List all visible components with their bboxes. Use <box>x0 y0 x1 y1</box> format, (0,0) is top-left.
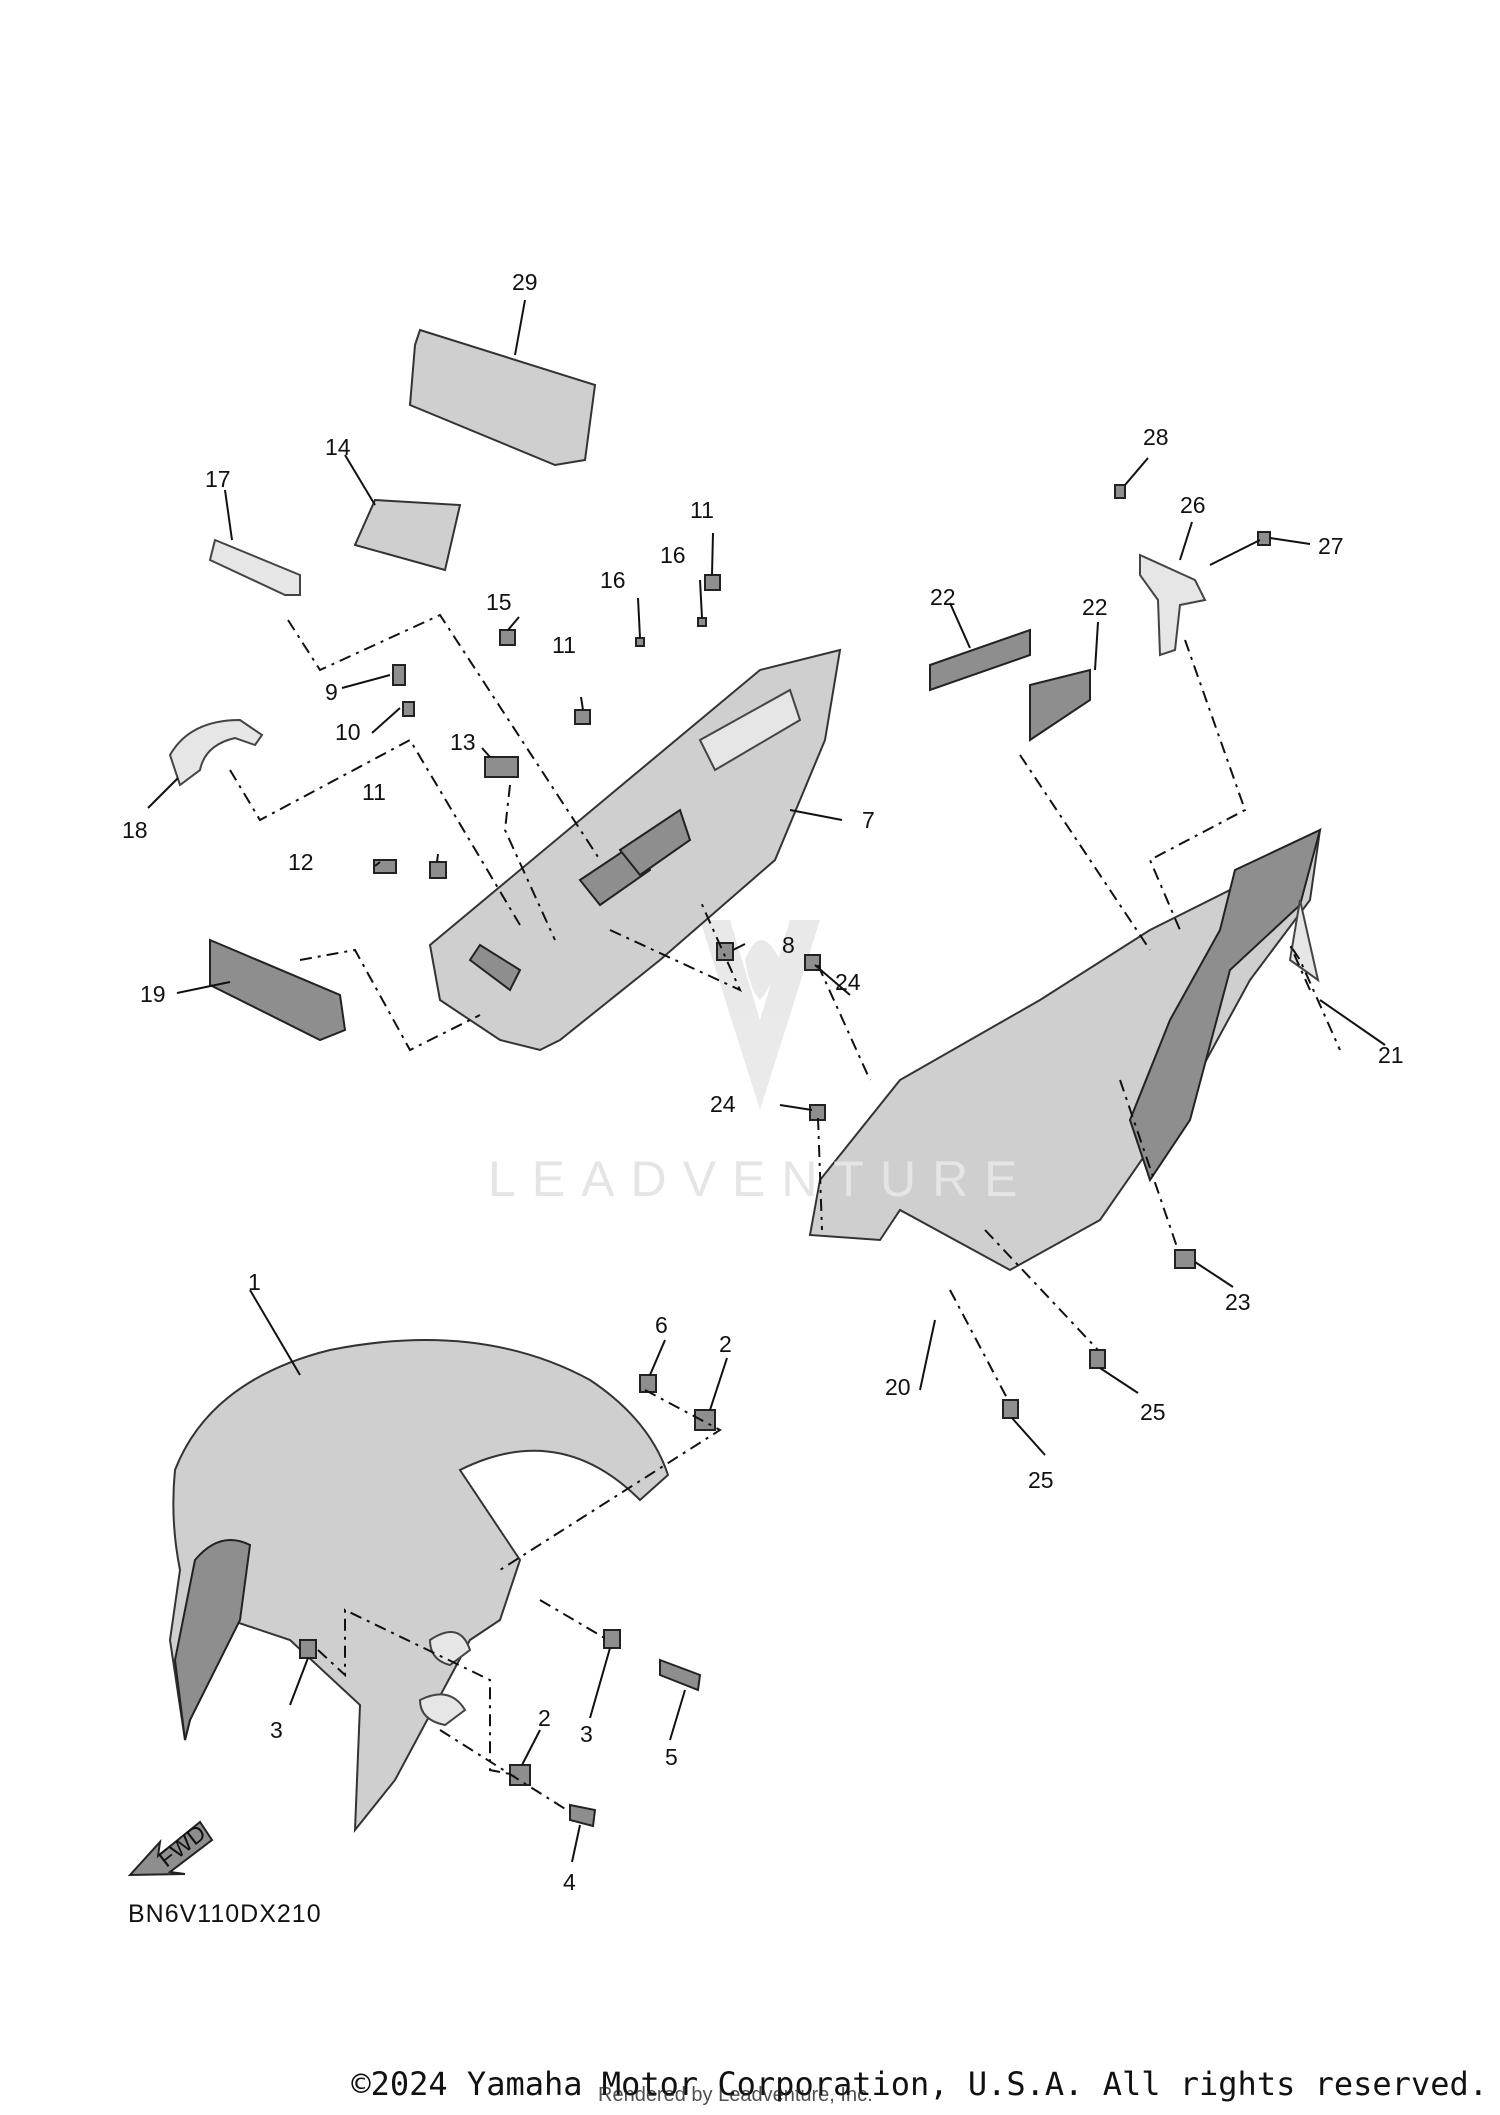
callout-8: 8 <box>782 932 795 958</box>
part-1-fender <box>168 1289 670 1834</box>
rendered-by-credit: Rendered by Leadventure, Inc. <box>598 2084 873 2106</box>
callout-28: 28 <box>1143 424 1169 450</box>
callout-9: 9 <box>325 679 338 705</box>
leaders-upper-left <box>229 532 746 1052</box>
callout-25-bottom: 25 <box>1028 1467 1054 1493</box>
part-19-bracket <box>176 938 347 1042</box>
part-7-frame <box>428 648 843 1052</box>
part-26-bracket <box>1114 457 1311 657</box>
callout-24-top: 24 <box>835 969 861 995</box>
callout-12: 12 <box>288 849 314 875</box>
fasteners-right <box>779 954 1234 1456</box>
callout-16-right: 16 <box>660 542 686 568</box>
callout-25-right: 25 <box>1140 1399 1166 1425</box>
part-20-cowl <box>808 639 1386 1391</box>
part-17-strap <box>208 489 301 596</box>
callout-22-right: 22 <box>1082 594 1108 620</box>
callout-23: 23 <box>1225 1289 1251 1315</box>
callout-20: 20 <box>885 1374 911 1400</box>
watermark-text: LEADVENTURE <box>488 1151 1034 1207</box>
callout-3-left: 3 <box>270 1717 283 1743</box>
copyright-notice: ©2024 Yamaha Motor Corporation, U.S.A. A… <box>351 2065 1488 2103</box>
part-22-sponges <box>929 602 1099 742</box>
callout-27: 27 <box>1318 533 1344 559</box>
part-29-pad <box>408 299 597 467</box>
callout-11-left: 11 <box>362 779 386 805</box>
callout-19: 19 <box>140 981 166 1007</box>
part-18-bracket <box>147 718 264 809</box>
small-fasteners <box>373 574 734 961</box>
callout-29: 29 <box>512 269 538 295</box>
callout-6: 6 <box>655 1312 668 1338</box>
callout-11-mid: 11 <box>552 632 576 658</box>
callout-5: 5 <box>665 1744 678 1770</box>
part-14-sheet <box>344 454 462 572</box>
callout-2-bottom: 2 <box>538 1705 551 1731</box>
callout-17: 17 <box>205 466 231 492</box>
callout-4: 4 <box>563 1869 576 1895</box>
callout-21: 21 <box>1378 1042 1404 1068</box>
callout-11-top: 11 <box>690 497 714 523</box>
callout-13: 13 <box>450 729 476 755</box>
fwd-arrow-icon: FWD <box>127 1819 214 1877</box>
callout-24-bottom: 24 <box>710 1091 736 1117</box>
callout-14: 14 <box>325 434 351 460</box>
callout-1: 1 <box>248 1269 261 1295</box>
callout-16-left: 16 <box>600 567 626 593</box>
callout-2-top: 2 <box>719 1331 732 1357</box>
callout-18: 18 <box>122 817 148 843</box>
callout-3-right: 3 <box>580 1721 593 1747</box>
callout-15: 15 <box>486 589 512 615</box>
fender-fasteners <box>289 1339 728 1863</box>
callout-7: 7 <box>862 807 875 833</box>
diagram-code: BN6V110DX210 <box>128 1900 322 1928</box>
callout-22-left: 22 <box>930 584 956 610</box>
callout-10: 10 <box>335 719 361 745</box>
callout-26: 26 <box>1180 492 1206 518</box>
